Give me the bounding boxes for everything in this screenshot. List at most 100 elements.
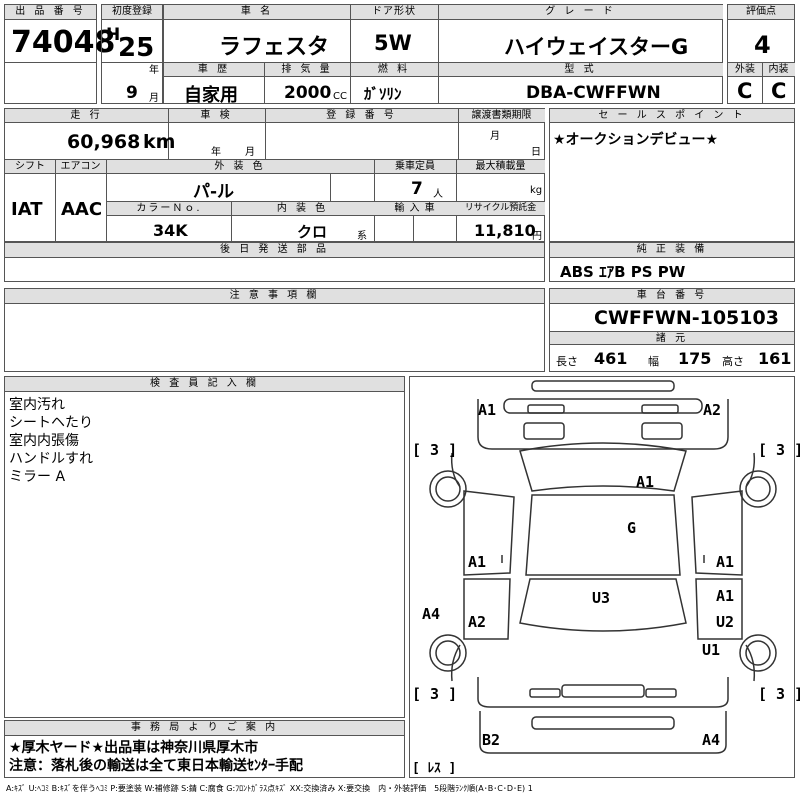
mileage-unit: km	[143, 131, 176, 153]
score: 4	[754, 31, 771, 59]
mark-left-door-rear: A2	[468, 613, 487, 631]
length-label: 長さ	[556, 355, 578, 368]
max-load-unit: kg	[530, 185, 543, 196]
mark-left-quarter: A4	[422, 605, 441, 623]
lot-number-box: 出 品 番 号 74048	[4, 4, 115, 104]
sales-point-text: ★オークションデビュー★	[553, 132, 719, 148]
exterior-grade: C	[737, 79, 753, 103]
mark-rear-left: B2	[482, 731, 501, 749]
height-label: 高さ	[722, 355, 744, 368]
spare-tire: [ ﾚｽ ]	[412, 761, 457, 776]
reg-number-label: 登 録 番 号	[265, 109, 458, 123]
history-label: 車 歴	[164, 63, 264, 77]
transfer-deadline-label: 譲渡書類期限	[458, 109, 545, 123]
length: 461	[594, 349, 628, 368]
interior-label: 内装	[762, 63, 795, 77]
door-type: 5W	[374, 31, 412, 55]
capacity-label: 乗車定員	[374, 160, 456, 174]
mark-roof: A1	[636, 473, 655, 491]
era: H	[106, 25, 121, 45]
displacement-label: 排 気 量	[264, 63, 350, 77]
model: DBA-CWFFWN	[526, 83, 661, 103]
mileage-label: 走 行	[5, 109, 168, 123]
equipment-box: 純 正 装 備 ABS ｴｱB PS PW	[549, 242, 795, 282]
ext-color: パ-ル	[193, 182, 235, 202]
reg-month: 9	[126, 83, 138, 103]
later-parts-box: 後 日 発 送 部 品	[4, 242, 545, 282]
inspector-box: 検 査 員 記 入 欄 室内汚れ シートヘたり 室内内張傷 ハンドルすれ ミラー…	[4, 376, 405, 718]
inspector-note: 室内内張傷	[9, 433, 79, 449]
model-label: 型 式	[438, 63, 723, 77]
mark-front-right: A2	[703, 401, 722, 419]
mark-right-quarter: U1	[702, 641, 721, 659]
office-label: 事 務 局 よ り ご 案 内	[5, 721, 404, 736]
ac-label: エアコン	[55, 160, 106, 174]
mark-front-left: A1	[478, 401, 497, 419]
grade-label: グ レ ー ド	[438, 5, 723, 20]
tire-rear-left: [ 3 ]	[412, 685, 458, 703]
width-label: 幅	[648, 355, 659, 368]
legend: A:ｷｽﾞ U:ﾍｺﾐ B:ｷｽﾞを伴うﾍｺﾐ P:要塗装 W:補修跡 S:錆 …	[6, 784, 533, 793]
office-line-1: ★厚木ヤード★出品車は神奈川県厚木市	[9, 740, 259, 756]
grade: ハイウェイスターG	[504, 35, 689, 59]
first-registration-label: 初度登録	[102, 5, 162, 20]
car-name: ラフェスタ	[219, 35, 330, 60]
inspection-year-unit: 年	[211, 147, 221, 158]
inspector-note: シートヘたり	[9, 415, 93, 431]
interior-grade: C	[771, 79, 787, 103]
dims-label: 諸 元	[550, 331, 794, 345]
inspector-note: ミラー A	[9, 469, 66, 485]
width: 175	[678, 349, 712, 368]
int-color: クロ	[297, 223, 328, 241]
sales-point-box: セ ー ル ス ポ イ ン ト ★オークションデビュー★	[549, 108, 795, 242]
transfer-month-unit: 月	[490, 131, 500, 142]
inspection-label: 車 検	[168, 109, 265, 123]
shift-label: シフト	[5, 160, 55, 174]
notes-label: 注 意 事 項 欄	[5, 289, 544, 304]
recycle-label: リサイクル預託金	[456, 202, 545, 216]
capacity-unit: 人	[433, 189, 443, 200]
sales-point-label: セ ー ル ス ポ イ ン ト	[550, 109, 794, 123]
car-name-label: 車 名	[164, 5, 350, 20]
inspector-label: 検 査 員 記 入 欄	[5, 377, 404, 392]
equipment-label: 純 正 装 備	[550, 243, 794, 258]
tire-front-right: [ 3 ]	[758, 441, 800, 459]
displacement: 2000	[284, 83, 332, 103]
inspector-notes: 室内汚れ シートヘたり 室内内張傷 ハンドルすれ ミラー A	[9, 396, 93, 486]
chassis-box: 車 台 番 号 CWFFWN-105103 諸 元 長さ 461 幅 175 高…	[549, 288, 795, 372]
damage-diagram: A1 A2 A1 G A1 A2 A4 A1 A1 U2 U1 U3 B2 A4…	[409, 376, 800, 778]
mark-right-rear-door: U2	[716, 613, 735, 631]
score-box: 評価点 4 外装 内装 C C	[727, 4, 795, 104]
exterior-label: 外装	[728, 63, 762, 77]
year-unit: 年	[149, 65, 159, 76]
tire-front-left: [ 3 ]	[412, 441, 458, 459]
month-unit: 月	[149, 93, 159, 104]
color-no: 34K	[153, 221, 188, 240]
car-info-box: 車 名 ドア形状 グ レ ー ド ラフェスタ 5W ハイウェイスターG 車 歴 …	[163, 4, 723, 106]
ext-color-label: 外 装 色	[106, 160, 374, 174]
ac: AAC	[61, 199, 103, 220]
mark-right-door-front: A1	[716, 553, 735, 571]
inspector-note: ハンドルすれ	[9, 451, 93, 467]
mark-rear-right: A4	[702, 731, 721, 749]
capacity: 7	[411, 179, 423, 199]
first-registration-box: 初度登録 H 25 年 9 月	[101, 4, 163, 104]
notes-box: 注 意 事 項 欄	[4, 288, 545, 372]
displacement-unit: CC	[333, 91, 347, 102]
inspection-month-unit: 月	[245, 147, 255, 158]
car-outline-icon	[429, 380, 777, 754]
equipment-text: ABS ｴｱB PS PW	[560, 263, 686, 281]
chassis-number: CWFFWN-105103	[594, 307, 779, 329]
score-label: 評価点	[728, 5, 794, 20]
recycle-fee: 11,810	[474, 221, 536, 240]
inspector-note: 室内汚れ	[9, 397, 65, 413]
reg-year: 25	[118, 33, 155, 63]
mark-right-door-rear: A1	[716, 587, 735, 605]
chassis-label: 車 台 番 号	[550, 289, 794, 304]
recycle-unit: 円	[532, 231, 542, 242]
mark-hood: U3	[592, 589, 611, 607]
later-parts-label: 後 日 発 送 部 品	[5, 243, 544, 258]
import-label: 輸 入 車	[374, 202, 456, 216]
fuel: ｶﾞｿﾘﾝ	[364, 85, 402, 103]
int-color-unit: 系	[357, 231, 367, 242]
